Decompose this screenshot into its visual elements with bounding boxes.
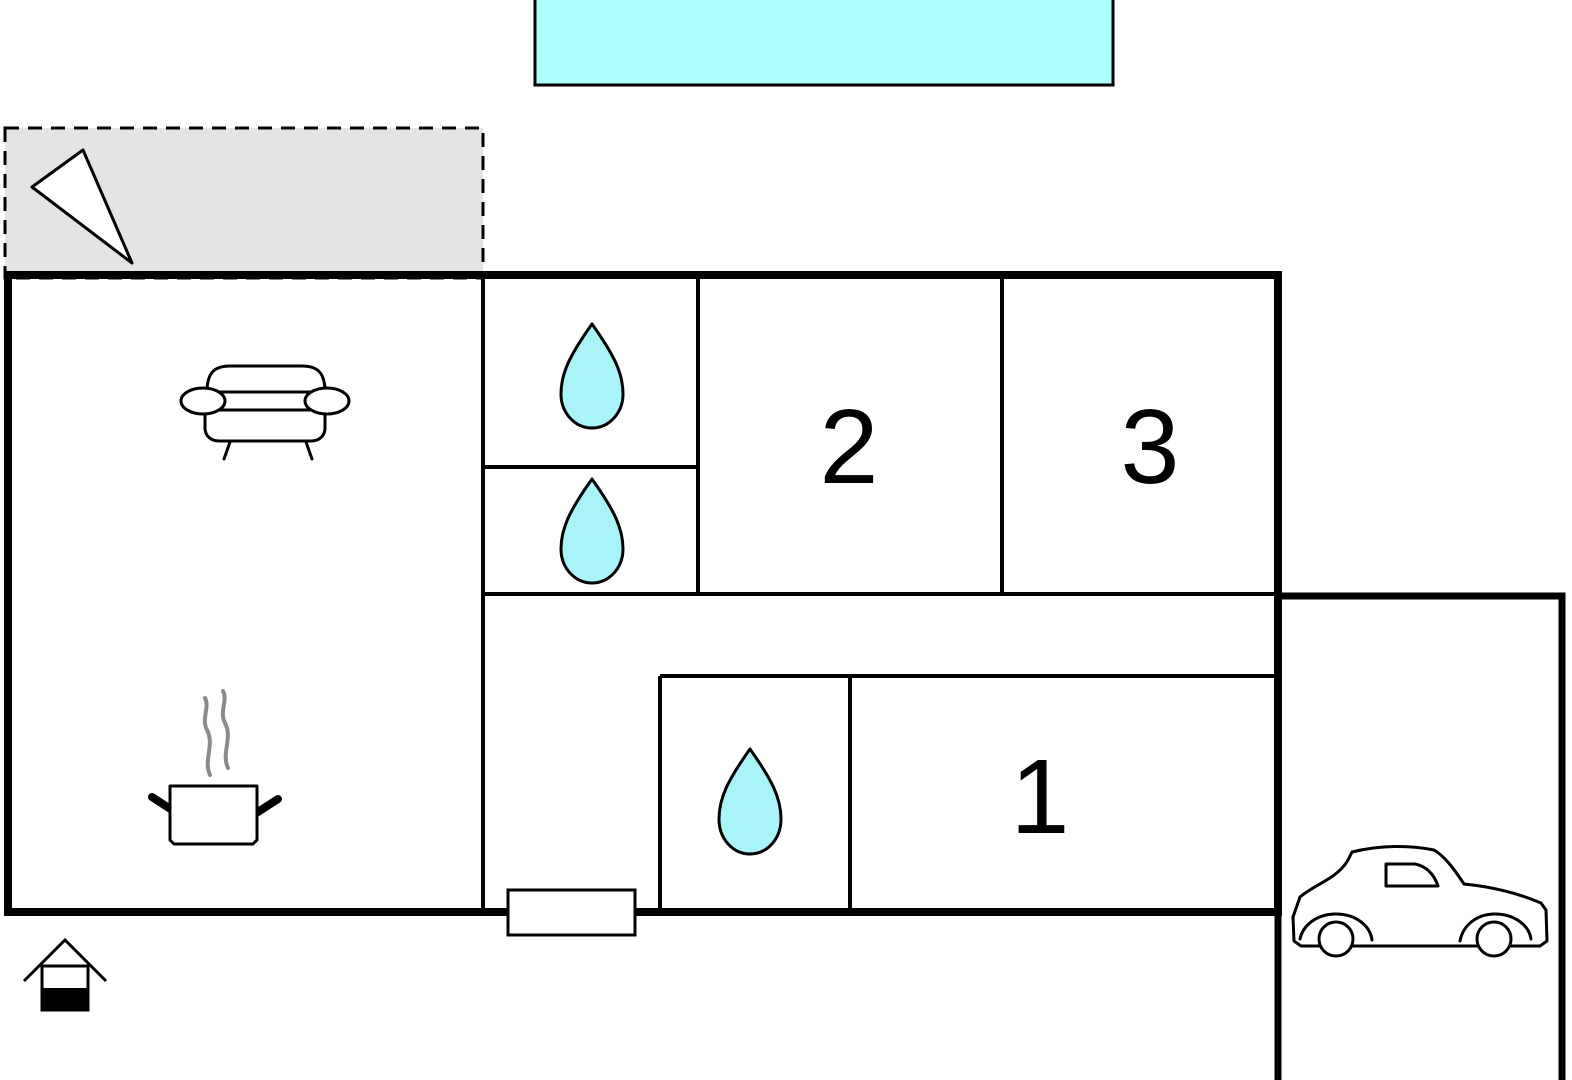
- water-drop-icon: [559, 322, 625, 430]
- entrance-icon: [22, 937, 108, 1012]
- water-drop-icon: [717, 747, 783, 856]
- front-door: [506, 888, 637, 937]
- sofa-icon: [179, 364, 351, 461]
- bedroom-1-label: 1: [1011, 738, 1070, 856]
- bedroom-3-label: 3: [1121, 388, 1180, 506]
- interior-walls: [481, 275, 1278, 912]
- pool-icon: [533, 0, 1115, 87]
- cooking-pot-icon: [148, 689, 282, 846]
- terrace-icon: [30, 148, 134, 265]
- bedroom-2-label: 2: [820, 388, 879, 506]
- car-icon: [1291, 845, 1549, 958]
- water-drop-icon: [559, 477, 625, 585]
- carport-outline: [1278, 592, 1566, 1080]
